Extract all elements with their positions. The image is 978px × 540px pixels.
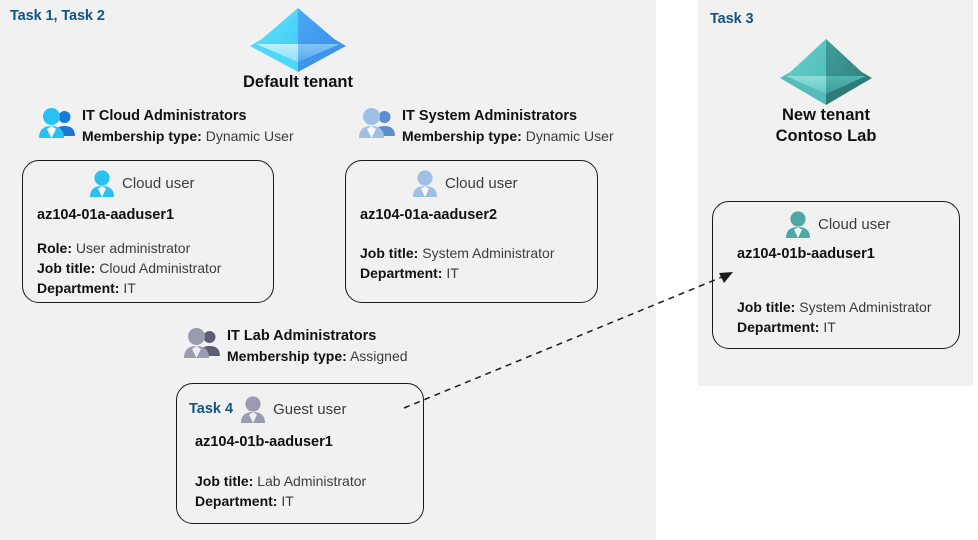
user-type-label: Cloud user [122,174,195,192]
cloud-user-icon [89,169,115,197]
user-properties: Role: User administrator Job title: Clou… [37,239,221,299]
card-header: Cloud user [89,169,195,197]
default-tenant: Default tenant [238,4,358,93]
property-value: System Administrator [799,299,932,315]
new-tenant: New tenant Contoso Lab [766,33,886,147]
property-label: Job title: [360,245,419,261]
card-header: Cloud user [785,210,891,238]
property-row: Job title: System Administrator [737,298,932,318]
group-name: IT System Administrators [402,108,578,124]
group-membership-label: Membership type: [82,127,202,144]
property-row: Department: IT [195,492,366,512]
group-membership-type: Membership type: Dynamic User [402,127,614,146]
azure-ad-tenant-icon [238,4,358,72]
task-label-right: Task 3 [710,11,754,27]
user-principal-name: az104-01a-aaduser2 [360,207,498,223]
property-row: Department: IT [737,318,932,338]
property-value: IT [823,318,836,335]
group-it-cloud-administrators: IT Cloud Administrators Membership type:… [38,106,294,145]
user-principal-name: az104-01b-aaduser1 [737,246,875,262]
group-membership-value: Dynamic User [525,127,614,144]
card-header: Cloud user [412,169,518,197]
group-users-icon [358,106,396,140]
property-label: Department: [37,279,120,296]
property-label: Job title: [737,299,796,315]
default-tenant-name: Default tenant [242,73,353,91]
property-label: Department: [360,264,443,281]
group-users-icon [38,106,76,140]
property-value: Cloud Administrator [99,259,222,276]
user-properties: Job title: System Administrator Departme… [360,244,555,284]
task-label-left: Task 1, Task 2 [10,8,105,24]
group-membership-value: Dynamic User [205,127,294,144]
group-name: IT Cloud Administrators [82,108,247,124]
user-properties: Job title: System Administrator Departme… [737,298,932,338]
card-aaduser1b-cloud[interactable]: Cloud user az104-01b-aaduser1 Job title:… [712,201,960,349]
property-value: IT [446,264,459,281]
card-header: Task 4 Guest user [189,395,346,423]
user-type-label: Cloud user [818,215,891,233]
group-it-lab-administrators: IT Lab Administrators Membership type: A… [183,326,408,365]
property-value: IT [281,492,294,509]
user-properties: Job title: Lab Administrator Department:… [195,472,366,512]
group-users-icon [183,326,221,360]
task-label-guest: Task 4 [189,401,234,417]
property-value: IT [123,279,136,296]
azure-ad-tenant-icon [766,33,886,105]
property-row: Job title: Cloud Administrator [37,259,221,279]
cloud-user-icon [412,169,438,197]
group-membership-label: Membership type: [402,127,522,144]
property-label: Job title: [37,259,96,276]
guest-user-icon [240,395,266,423]
property-label: Department: [195,492,278,509]
property-row: Role: User administrator [37,239,221,259]
property-label: Department: [737,318,820,335]
user-principal-name: az104-01a-aaduser1 [37,207,175,223]
property-row: Department: IT [360,264,555,284]
user-type-label: Cloud user [445,174,518,192]
group-membership-label: Membership type: [227,347,347,364]
property-row: Job title: System Administrator [360,244,555,264]
default-tenant-panel [0,0,656,540]
new-tenant-name-line1: New tenant [781,106,870,124]
property-value: Lab Administrator [257,473,367,489]
cloud-user-icon [785,210,811,238]
group-it-system-administrators: IT System Administrators Membership type… [358,106,614,145]
card-aaduser1-cloud[interactable]: Cloud user az104-01a-aaduser1 Role: User… [22,160,274,303]
group-membership-type: Membership type: Dynamic User [82,127,294,146]
group-membership-value: Assigned [349,347,408,364]
new-tenant-name-line2: Contoso Lab [775,127,877,146]
property-row: Job title: Lab Administrator [195,472,366,492]
user-type-label: Guest user [273,400,347,418]
card-aaduser1b-guest[interactable]: Task 4 Guest user az104-01b-aaduser1 Job… [176,383,424,524]
property-value: User administrator [75,240,191,256]
user-principal-name: az104-01b-aaduser1 [195,434,333,450]
card-aaduser2-cloud[interactable]: Cloud user az104-01a-aaduser2 Job title:… [345,160,598,303]
group-name: IT Lab Administrators [227,328,377,344]
property-label: Role: [37,240,72,256]
property-value: System Administrator [422,245,555,261]
group-membership-type: Membership type: Assigned [227,347,408,366]
property-label: Job title: [195,473,254,489]
property-row: Department: IT [37,279,221,299]
